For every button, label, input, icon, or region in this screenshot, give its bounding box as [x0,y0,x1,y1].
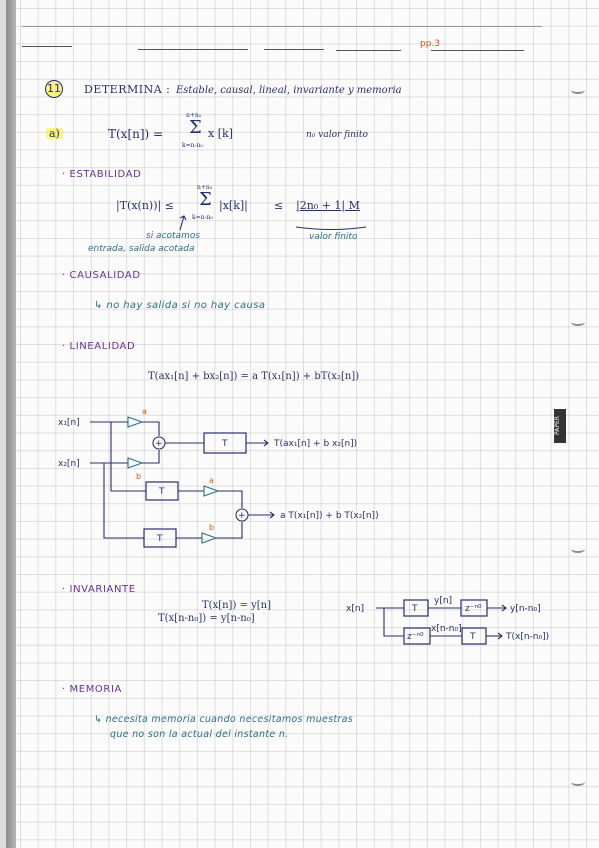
gain-a-label: a [142,407,147,416]
gain-b-triangle [127,457,144,469]
section-title-memoria: · MEMORIA [62,684,122,695]
wire [383,608,404,637]
stability-le: ≤ [274,199,284,212]
binder-hole [571,545,585,553]
part-label: a) [46,128,63,139]
header-line [22,46,72,47]
page-number: pp.3 [420,39,441,49]
binder-hole [571,318,585,326]
header-line [336,50,401,51]
system-block-top-label: T [221,439,228,449]
invariance-eq2: T(x[n-n₀]) = y[n-n₀] [158,613,255,624]
arrow-head-icon [501,604,507,612]
system-block-x2-label: T [156,534,163,544]
inv-output-top-label: y[n-n₀] [510,604,541,614]
invariance-block-diagram: x[n] T y[n] z⁻ⁿ⁰ y[n-n₀] z⁻ⁿ⁰ x[n-n₀] T … [346,596,549,645]
inv-mid-bottom-label: x[n-n₀] [431,624,462,634]
memory-text-line2: que no son la actual del instante n. [110,729,289,740]
inv-delay-bottom-label: z⁻ⁿ⁰ [407,632,424,642]
wire [216,522,243,539]
section-title-invariante: · INVARIANTE [62,584,136,595]
wire [103,463,144,539]
inv-delay-top-label: z⁻ⁿ⁰ [465,604,482,614]
stability-lhs: |T(x(n))| ≤ [116,199,174,212]
notebook-page: pp.3 PAPER 11 DETERMINA : Estable, causa… [6,0,599,848]
inv-system-block-top-label: T [411,604,418,614]
gain-b-lower-label: b [209,523,214,532]
wire [142,421,160,436]
wire [110,422,146,492]
stability-sum-lower: k=n-n₀ [192,214,213,221]
stability-arrow [179,215,187,231]
arrow-head-icon [269,511,275,519]
binding-spine [6,0,16,848]
adder-plus-icon: + [155,439,163,449]
sum-symbol: Σ [189,117,202,138]
input-x2-label: x₂[n] [58,459,80,469]
stability-note-1: si acotamos [146,231,201,241]
linearity-block-diagram: x₁[n] x₂[n] a b + T T(ax₁[n] + b x₂[n]) … [58,407,379,548]
system-rhs: x [k] [208,127,233,140]
arrow-head-icon [263,439,269,447]
invariance-input-label: x[n] [346,604,364,614]
binder-hole [571,86,585,94]
stability-underline [295,226,367,231]
inv-output-bottom-label: T(x[n-n₀]) [505,632,549,642]
problem-heading: DETERMINA : [84,83,171,96]
system-lhs: T(x[n]) = [108,127,164,141]
stability-sum-symbol: Σ [199,189,212,210]
header-line [138,49,248,50]
stability-sum-upper: n+n₀ [197,184,213,191]
inv-system-block-bottom-label: T [469,632,476,642]
gain-b-label: b [136,472,141,481]
system-block-x1-label: T [158,487,165,497]
header-line [22,26,542,27]
section-title-estabilidad: · ESTABILIDAD [62,169,142,180]
invariance-eq1: T(x[n]) = y[n] [202,600,271,611]
header-line [264,49,324,50]
section-title-linealidad: · LINEALIDAD [62,341,136,352]
problem-properties: Estable, causal, lineal, invariante y me… [176,85,402,96]
adder-plus-icon: + [238,511,246,521]
stability-note-2: entrada, salida acotada [88,244,195,254]
problem-number: 11 [45,80,63,98]
inv-mid-top-label: y[n] [434,596,452,606]
gain-a-triangle [127,416,144,428]
section-title-causalidad: · CAUSALIDAD [62,270,141,281]
arrow-head-icon [497,632,503,640]
binder-hole [571,778,585,786]
wire [218,490,243,508]
output-bottom-label: a T(x₁[n]) + b T(x₂[n]) [280,511,379,521]
header-line [431,50,524,51]
system-note: n₀ valor finito [306,130,368,140]
sum-lower-limit: k=n-n₀ [182,142,203,149]
gain-a-lower-label: a [209,476,214,485]
stability-result: |2n₀ + 1| M [296,199,360,212]
stability-sum-body: |x[k]| [219,199,248,212]
stability-arrows [179,215,367,231]
causality-text: ↳ no hay salida si no hay causa [94,300,266,311]
input-x1-label: x₁[n] [58,418,80,428]
linearity-equation: T(ax₁[n] + bx₂[n]) = a T(x₁[n]) + bT(x₂[… [148,371,360,382]
gain-a-triangle-lower [203,485,220,497]
wire [142,450,160,464]
sum-upper-limit: n+n₀ [186,112,202,119]
memory-text-line1: ↳ necesita memoria cuando necesitamos mu… [94,714,353,725]
output-top-label: T(ax₁[n] + b x₂[n]) [273,439,357,449]
gain-b-triangle-lower [201,532,218,544]
stability-note-right: valor finito [309,232,358,242]
